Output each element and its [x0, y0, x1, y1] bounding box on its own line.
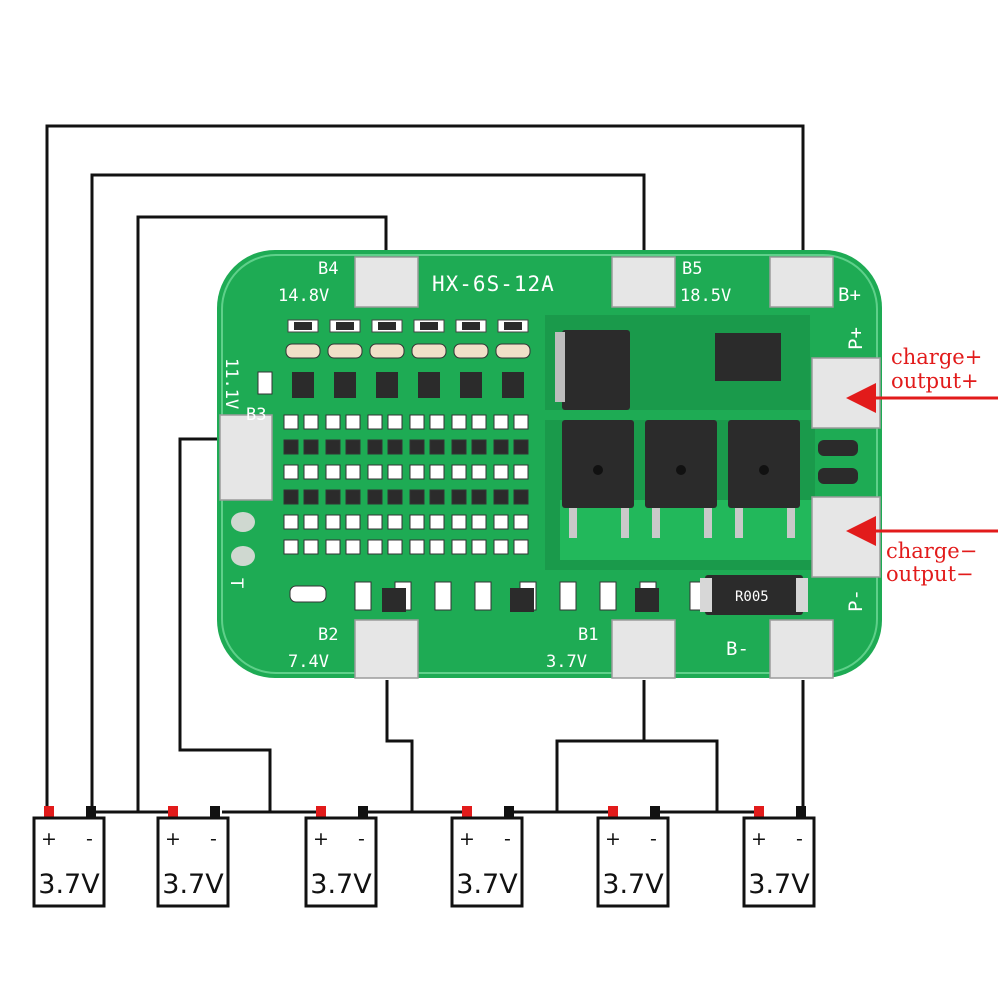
ic-chip [715, 333, 781, 381]
terminal-negative [796, 806, 806, 818]
mosfet [645, 420, 717, 508]
balance-ic [292, 372, 314, 398]
battery-cell: + - 3.7V [596, 806, 670, 908]
pad-t-name: T [226, 578, 246, 588]
board-model: HX-6S-12A [432, 272, 555, 296]
terminal-positive [608, 806, 618, 818]
pad-pminus-name: P- [845, 589, 867, 612]
pad-bminus-name: B- [726, 638, 749, 660]
shunt-marking: R005 [735, 589, 769, 605]
wire-b1 [555, 680, 646, 812]
annotation-charge-plus: charge+ [891, 345, 982, 369]
pad-b5-name: B5 [682, 259, 702, 279]
pad-b4 [354, 256, 419, 308]
battery-body [596, 816, 670, 908]
wires [45, 124, 805, 814]
pad-b2-voltage: 7.4V [288, 652, 329, 672]
battery-body [304, 816, 378, 908]
battery-plus-sign: + [605, 828, 621, 850]
pad-b1-voltage: 3.7V [546, 652, 587, 672]
battery-plus-sign: + [41, 828, 57, 850]
pad-b4-voltage: 14.8V [278, 286, 329, 306]
pad-b1 [611, 619, 676, 679]
terminal-positive [316, 806, 326, 818]
pad-pplus-name: P+ [845, 327, 867, 350]
battery-voltage: 3.7V [38, 869, 100, 900]
annotation-charge-minus: charge− [886, 539, 977, 563]
pad-b1-name: B1 [578, 625, 598, 645]
battery-body [742, 816, 816, 908]
balance-ic [418, 372, 440, 398]
balance-ic [460, 372, 482, 398]
pad-b2 [354, 619, 419, 679]
pad-pplus [811, 357, 881, 429]
pad-bplus-name: B+ [838, 284, 861, 306]
battery-voltage: 3.7V [456, 869, 518, 900]
pad-b3 [219, 414, 273, 501]
annotation-output-minus: output− [886, 562, 974, 586]
pad-b2-name: B2 [318, 625, 338, 645]
battery-voltage: 3.7V [602, 869, 664, 900]
wire-b5 [90, 173, 646, 812]
battery-minus-sign: - [504, 828, 511, 850]
terminal-negative [86, 806, 96, 818]
battery-body [450, 816, 524, 908]
battery-plus-sign: + [751, 828, 767, 850]
battery-body [32, 816, 106, 908]
mosfet [728, 420, 800, 508]
battery-voltage: 3.7V [748, 869, 810, 900]
battery-minus-sign: - [86, 828, 93, 850]
regulator-chip [562, 330, 630, 410]
battery-plus-sign: + [165, 828, 181, 850]
battery-body [156, 816, 230, 908]
pad-bminus [769, 619, 834, 679]
annotation-output-plus: output+ [891, 369, 979, 393]
pad-pminus [811, 496, 881, 578]
battery-plus-sign: + [313, 828, 329, 850]
terminal-negative [210, 806, 220, 818]
battery-minus-sign: - [210, 828, 217, 850]
battery-minus-sign: - [650, 828, 657, 850]
pad-b3-voltage: 11.1V [221, 358, 241, 409]
pad-bplus [769, 256, 834, 308]
battery-cell: + - 3.7V [32, 806, 106, 908]
balance-ic [376, 372, 398, 398]
shunt-resistor [705, 575, 803, 615]
battery-voltage: 3.7V [162, 869, 224, 900]
terminal-positive [168, 806, 178, 818]
battery-cell: + - 3.7V [742, 806, 816, 908]
pad-b3-name: B3 [246, 405, 266, 425]
wire-bplus [45, 124, 805, 812]
balance-components [257, 319, 707, 612]
battery-cell: + - 3.7V [304, 806, 378, 908]
mosfet [562, 420, 634, 508]
battery-voltage: 3.7V [310, 869, 372, 900]
terminal-positive [462, 806, 472, 818]
battery-row: + - 3.7V + - 3.7V + - 3.7V + - 3.7V + - 3.7V + - 3.7V [32, 806, 816, 908]
output-annotations: charge+ output+ charge− output− [846, 345, 998, 586]
pcb-board: R005 HX-6S-12A B4 14.8V B5 18.5V B+ P+ P… [217, 250, 882, 679]
battery-minus-sign: - [796, 828, 803, 850]
battery-cell: + - 3.7V [450, 806, 524, 908]
pad-b4-name: B4 [318, 259, 338, 279]
terminal-negative [358, 806, 368, 818]
terminal-positive [754, 806, 764, 818]
wire-b3 [178, 437, 272, 812]
battery-cell: + - 3.7V [156, 806, 230, 908]
thermistor-pad [231, 512, 255, 532]
terminal-positive [44, 806, 54, 818]
terminal-negative [504, 806, 514, 818]
balance-ic [502, 372, 524, 398]
pad-b5 [611, 256, 676, 308]
wire-b4 [136, 215, 388, 812]
terminal-negative [650, 806, 660, 818]
wire-b2 [385, 680, 414, 812]
pad-b5-voltage: 18.5V [680, 286, 731, 306]
balance-ic [334, 372, 356, 398]
battery-plus-sign: + [459, 828, 475, 850]
wire-b1-to-junction [644, 739, 719, 812]
battery-minus-sign: - [358, 828, 365, 850]
thermistor-pad [231, 546, 255, 566]
